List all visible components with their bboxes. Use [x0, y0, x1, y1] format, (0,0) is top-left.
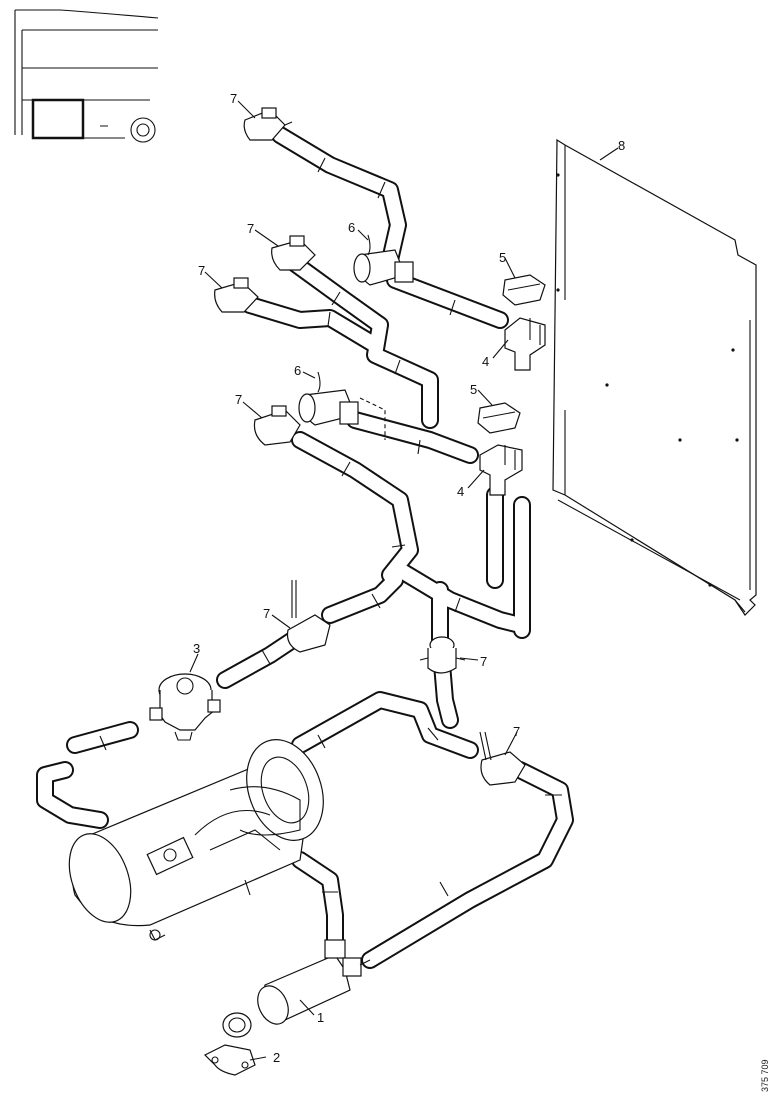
callouts: 1 2 3 4 4 5 5 6 6 7 7 7 7 7 7 7 8 [193, 91, 625, 1065]
callout-7-d: 7 [235, 392, 242, 407]
tap-7-c [214, 277, 259, 313]
solenoid-valve-6-lower [298, 371, 386, 440]
solenoid-valve-6-upper [353, 234, 414, 286]
heater-unit [68, 739, 324, 941]
callout-8: 8 [618, 138, 625, 153]
callout-1: 1 [317, 1010, 324, 1025]
callout-4-lower: 4 [457, 484, 464, 499]
bracket-2 [203, 1012, 256, 1076]
cap-5-lower [477, 402, 521, 434]
callout-2: 2 [273, 1050, 280, 1065]
callout-leaders [189, 100, 619, 1061]
valve-3 [149, 673, 221, 741]
hose-runs [36, 126, 574, 969]
callout-3: 3 [193, 641, 200, 656]
locator-inset [14, 9, 159, 143]
callout-7-c: 7 [198, 263, 205, 278]
callout-6-lower: 6 [294, 363, 301, 378]
tap-7-f [419, 636, 466, 674]
tee-4-upper [504, 317, 546, 371]
tee-4-lower [479, 444, 523, 496]
callout-5-upper: 5 [499, 250, 506, 265]
cap-5-upper [502, 274, 546, 306]
callout-7-f: 7 [480, 654, 487, 669]
tap-7-d [253, 405, 301, 446]
tap-7-g [479, 731, 526, 786]
tap-7-e [286, 580, 331, 653]
callout-7-e: 7 [263, 606, 270, 621]
tap-7-b [271, 235, 316, 271]
callout-7-g: 7 [513, 724, 520, 739]
callout-7-a: 7 [230, 91, 237, 106]
circulation-pump-1 [257, 939, 371, 1025]
callout-7-b: 7 [247, 221, 254, 236]
callout-5-lower: 5 [470, 382, 477, 397]
callout-6-upper: 6 [348, 220, 355, 235]
panel-8 [552, 138, 757, 616]
callout-4-upper: 4 [482, 354, 489, 369]
drawing-code: 375 709 [760, 1059, 770, 1092]
